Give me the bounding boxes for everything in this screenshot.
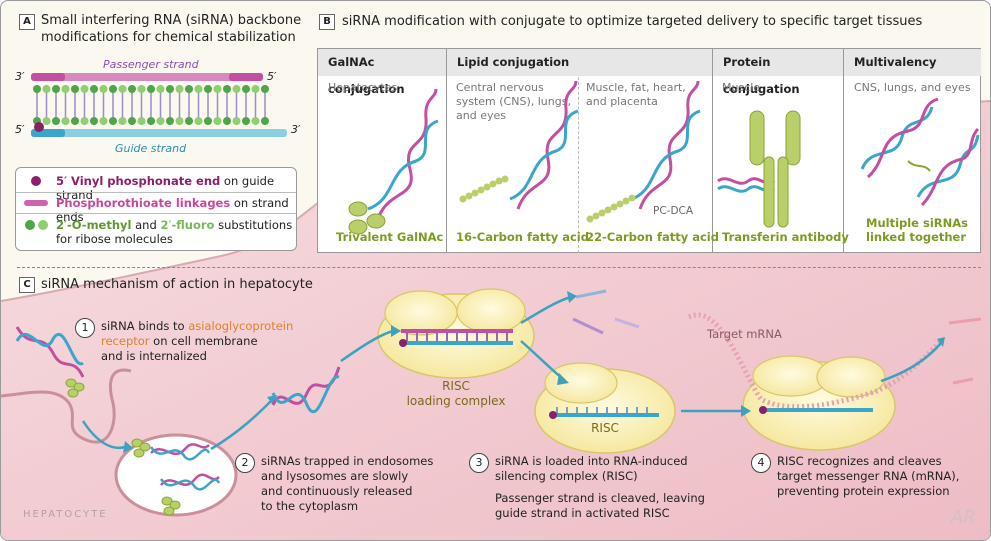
risc-loading-label-line1: RISC bbox=[442, 379, 470, 393]
step-2-line4: to the cytoplasm bbox=[261, 499, 359, 513]
step-2-line1: siRNAs trapped in endosomes bbox=[261, 454, 434, 468]
artist-signature: AR bbox=[951, 507, 976, 528]
legend-divider-1 bbox=[16, 192, 296, 193]
conjugate-table: GalNAc conjugation Lipid conjugation Pro… bbox=[317, 48, 981, 253]
risc-loading-label-line2: loading complex bbox=[406, 394, 506, 408]
risc-active-blob bbox=[742, 355, 896, 451]
target-cns-line3: and eyes bbox=[456, 109, 506, 122]
step-3-circle: 3 bbox=[469, 453, 489, 473]
panel-c-letter: C bbox=[19, 277, 35, 293]
prime-5-bottom: 5′ bbox=[15, 123, 25, 136]
panel-a-title-line2: modifications for chemical stabilization bbox=[41, 30, 296, 45]
risc-guide-strand bbox=[549, 407, 659, 419]
step-4-line1: RISC recognizes and cleaves bbox=[777, 454, 942, 468]
target-mrna-label: Target mRNA bbox=[707, 327, 782, 341]
step-2-line3: and continuously released bbox=[261, 484, 413, 498]
caption-16-carbon: 16-Carbon fatty acid bbox=[456, 230, 589, 244]
target-muscle-fat-line1: Muscle, fat, heart, bbox=[586, 81, 686, 94]
sirna-helix-entry bbox=[15, 326, 85, 378]
step-1-line1: siRNA binds to asialoglycoprotein bbox=[101, 319, 294, 333]
prime-5-top: 5′ bbox=[267, 70, 277, 83]
target-cns-line1: Central nervous bbox=[456, 81, 544, 94]
step-1-line3: and is internalized bbox=[101, 349, 207, 363]
prime-3-top: 3′ bbox=[15, 70, 25, 83]
step-3-line4: guide strand in activated RISC bbox=[495, 506, 670, 520]
prime-3-bottom: 3′ bbox=[291, 123, 301, 136]
guide-strand-label: Guide strand bbox=[115, 142, 187, 155]
legend-vinyl: 5′ Vinyl phosphonate end on guide strand bbox=[56, 174, 275, 202]
panel-c-title: siRNA mechanism of action in hepatocyte bbox=[41, 277, 313, 292]
panel-a-legend: 5′ Vinyl phosphonate end on guide strand… bbox=[15, 167, 297, 251]
target-muscle-fat-line2: and placenta bbox=[586, 95, 658, 108]
hepatocyte-label: HEPATOCYTE bbox=[23, 509, 108, 520]
step-3-line1: siRNA is loaded into RNA-induced bbox=[495, 454, 688, 468]
target-muscle: Muscle bbox=[722, 81, 761, 94]
caption-trivalent-galnac: Trivalent GalNAc bbox=[336, 230, 444, 244]
step-3-line2: silencing complex (RISC) bbox=[495, 469, 638, 483]
risc-blob bbox=[534, 362, 676, 454]
target-hepatocytes: Hepatocytes bbox=[328, 81, 398, 94]
legend-divider-2 bbox=[16, 213, 296, 214]
step-1-circle: 1 bbox=[75, 318, 95, 338]
panel-a-letter: A bbox=[19, 14, 35, 30]
legend-icons bbox=[24, 176, 48, 230]
target-cns-line2: system (CNS), lungs, bbox=[456, 95, 571, 108]
step-2-line2: and lysosomes are slowly bbox=[261, 469, 409, 483]
caption-linked-together: linked together bbox=[866, 230, 967, 244]
lipid-dash-sep bbox=[578, 77, 579, 253]
col-sep-3 bbox=[843, 49, 844, 252]
panel-divider bbox=[17, 267, 981, 268]
endosome-sirnas bbox=[149, 443, 221, 491]
legend-ribose-line2: for ribose molecules bbox=[56, 232, 173, 246]
step-4-circle: 4 bbox=[751, 453, 771, 473]
caption-22-carbon: 22-Carbon fatty acid bbox=[586, 230, 719, 244]
panel-a-title-line1: Small interfering RNA (siRNA) backbone bbox=[41, 13, 302, 28]
panel-b-title: siRNA modification with conjugate to opt… bbox=[342, 14, 923, 29]
col-sep-2 bbox=[712, 49, 713, 252]
header-galnac: GalNAc conjugation bbox=[318, 49, 446, 96]
cleaved-fragments bbox=[572, 289, 982, 385]
header-multivalency: Multivalency bbox=[844, 49, 981, 76]
caption-transferin: Transferin antibody bbox=[722, 230, 849, 244]
conjugate-illustrations bbox=[348, 80, 980, 235]
step-3-line3: Passenger strand is cleaved, leaving bbox=[495, 491, 705, 505]
step-2-circle: 2 bbox=[235, 453, 255, 473]
col-sep-1 bbox=[446, 49, 447, 252]
step-4-line3: preventing protein expression bbox=[777, 484, 950, 498]
header-lipid: Lipid conjugation bbox=[447, 49, 712, 76]
caption-multiple-sirnas: Multiple siRNAs bbox=[866, 216, 969, 230]
header-protein: Protein conjugation bbox=[713, 49, 843, 96]
step-4-line2: target messenger RNA (mRNA), bbox=[777, 469, 960, 483]
sirna-helix-cytoplasm bbox=[271, 366, 341, 414]
risc-label: RISC bbox=[591, 421, 619, 435]
pc-dca-label: PC-DCA bbox=[653, 205, 694, 217]
galnac-clusters bbox=[65, 378, 181, 516]
passenger-strand-label: Passenger strand bbox=[103, 58, 199, 71]
duplex-diagram bbox=[31, 73, 287, 137]
target-mrna-strand bbox=[687, 312, 943, 410]
risc-active-guide bbox=[759, 406, 873, 414]
step-1-line2: receptor on cell membrane bbox=[101, 334, 258, 348]
vinyl-phosphonate-dot bbox=[34, 122, 44, 132]
risc-loading-duplex bbox=[399, 329, 513, 347]
panel-b-letter: B bbox=[319, 14, 335, 30]
legend-ribose: 2′-O-methyl and 2′-fluoro substitutions bbox=[56, 218, 293, 232]
target-cns-lungs-eyes: CNS, lungs, and eyes bbox=[854, 81, 971, 94]
